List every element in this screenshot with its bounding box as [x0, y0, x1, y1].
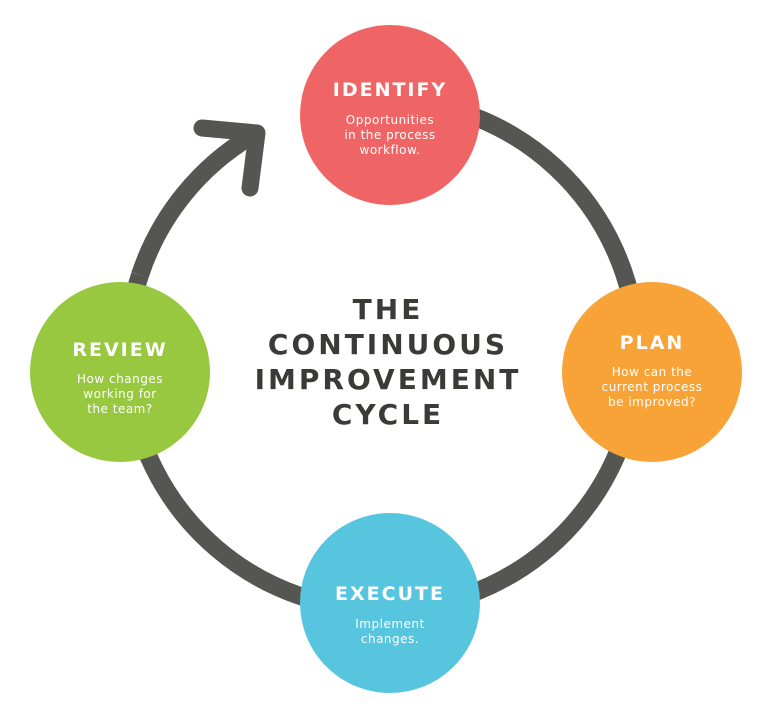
identify-title: IDENTIFY	[332, 79, 448, 101]
identify-node: IDENTIFY Opportunities in the process wo…	[300, 25, 480, 205]
description-line: in the process	[344, 128, 436, 142]
plan-description: How can the current process be improved?	[582, 365, 722, 410]
cycle-ring-arc	[118, 108, 647, 619]
description-line: the team?	[87, 402, 153, 416]
description-line: working for	[83, 387, 157, 401]
plan-node: PLAN How can the current process be impr…	[562, 282, 742, 462]
description-line: changes.	[360, 632, 420, 646]
execute-description: Implement changes.	[320, 617, 460, 647]
title-line: CONTINUOUS	[267, 328, 509, 361]
identify-description: Opportunities in the process workflow.	[320, 113, 460, 158]
execute-title: EXECUTE	[335, 583, 445, 605]
review-title: REVIEW	[72, 339, 168, 361]
cycle-arrow-tail	[131, 127, 258, 278]
description-line: workflow.	[359, 143, 421, 157]
description-line: How changes	[77, 372, 163, 386]
title-line: IMPROVEMENT	[254, 363, 522, 396]
description-line: be improved?	[608, 395, 696, 409]
plan-title: PLAN	[619, 332, 685, 354]
title-line: CYCLE	[331, 398, 445, 431]
arrow-head-icon	[193, 119, 266, 197]
description-line: How can the	[611, 365, 693, 379]
title-line: THE	[352, 293, 424, 326]
review-description: How changes working for the team?	[50, 372, 190, 417]
description-line: Implement	[355, 617, 425, 631]
diagram-title: THE CONTINUOUS IMPROVEMENT CYCLE	[238, 292, 538, 432]
description-line: current process	[601, 380, 703, 394]
review-node: REVIEW How changes working for the team?	[30, 282, 210, 462]
execute-node: EXECUTE Implement changes.	[300, 513, 480, 693]
description-line: Opportunities	[345, 113, 435, 127]
